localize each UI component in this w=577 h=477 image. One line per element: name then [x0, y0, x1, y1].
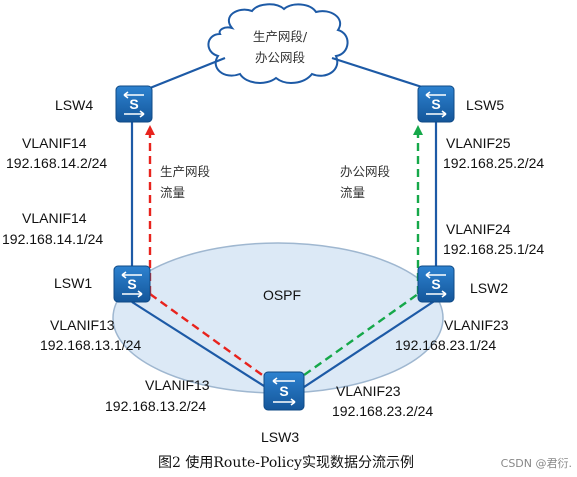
lsw4-interface-ip: 192.168.14.2/24 [6, 155, 107, 171]
production-flow-path-lower [149, 293, 284, 391]
lsw1-interface14-name: VLANIF14 [22, 210, 87, 226]
switch-lsw2-arrow-bottom [426, 290, 447, 298]
switch-lsw5-arrow-top [425, 91, 446, 99]
office-flow [282, 125, 423, 391]
cloud-label-line1: 生产网段/ [253, 29, 308, 44]
switch-lsw1-arrow-bottom [122, 290, 143, 298]
switch-lsw2[interactable]: S [417, 265, 455, 303]
switch-lsw3-arrow-bottom [273, 398, 296, 406]
production-flow [145, 125, 284, 391]
lsw1-interface13-name: VLANIF13 [50, 317, 115, 333]
switch-lsw1-name: LSW1 [54, 275, 92, 291]
lsw5-interface-ip: 192.168.25.2/24 [443, 155, 544, 171]
switch-lsw4[interactable]: S [115, 85, 153, 123]
switch-lsw5-name: LSW5 [466, 97, 504, 113]
switch-lsw3-glyph: S [279, 383, 288, 399]
switch-lsw4-glyph: S [129, 96, 138, 112]
ospf-label: OSPF [263, 287, 301, 303]
switch-lsw2-arrow-top [425, 271, 446, 279]
switch-lsw1-arrow-top [121, 271, 142, 279]
switch-lsw3-arrow-top [272, 377, 295, 385]
lsw2-interface24-ip: 192.168.25.1/24 [443, 241, 544, 257]
switch-lsw3-name: LSW3 [261, 429, 299, 445]
ospf-area [112, 242, 444, 394]
link-cloud-lsw5 [331, 56, 426, 90]
lsw3-interface23-name: VLANIF23 [336, 383, 401, 399]
link-lsw4-cloud [149, 56, 226, 90]
switch-lsw4-arrow-bottom [124, 110, 145, 118]
figure-caption: 图2 使用Route-Policy实现数据分流示例 [158, 454, 414, 471]
cloud-label-line2: 办公网段 [255, 50, 305, 65]
lsw3-interface13-ip: 192.168.13.2/24 [105, 398, 206, 414]
office-flow-label-line1: 办公网段 [340, 164, 390, 179]
switch-lsw4-arrow-top [123, 91, 144, 99]
links [130, 56, 438, 394]
switch-lsw1[interactable]: S [113, 265, 151, 303]
network-cloud [207, 3, 349, 84]
production-flow-label-line1: 生产网段 [160, 164, 210, 179]
switch-lsw4-name: LSW4 [55, 97, 93, 113]
lsw1-interface14-ip: 192.168.14.1/24 [2, 231, 103, 247]
lsw1-interface13-ip: 192.168.13.1/24 [40, 337, 141, 353]
office-flow-label-line2: 流量 [340, 185, 365, 200]
link-lsw1-lsw3 [131, 301, 276, 394]
lsw3-interface23-ip: 192.168.23.2/24 [332, 403, 433, 419]
switch-lsw3[interactable]: S [263, 371, 305, 411]
switch-lsw2-name: LSW2 [470, 280, 508, 296]
lsw2-interface24-name: VLANIF24 [446, 221, 511, 237]
office-flow-path-lower [282, 293, 419, 391]
lsw2-interface23-ip: 192.168.23.1/24 [395, 337, 496, 353]
switch-lsw2-glyph: S [431, 276, 440, 292]
lsw2-interface23-name: VLANIF23 [444, 317, 509, 333]
switch-lsw5[interactable]: S [417, 85, 455, 123]
switch-lsw5-arrow-bottom [426, 110, 447, 118]
lsw5-interface-name: VLANIF25 [446, 135, 511, 151]
lsw3-interface13-name: VLANIF13 [145, 377, 210, 393]
link-lsw2-lsw3 [294, 299, 437, 394]
watermark: CSDN @君衍. [501, 456, 572, 470]
switch-lsw5-glyph: S [431, 96, 440, 112]
switch-lsw1-glyph: S [127, 276, 136, 292]
production-flow-label-line2: 流量 [160, 185, 185, 200]
lsw4-interface-name: VLANIF14 [22, 135, 87, 151]
